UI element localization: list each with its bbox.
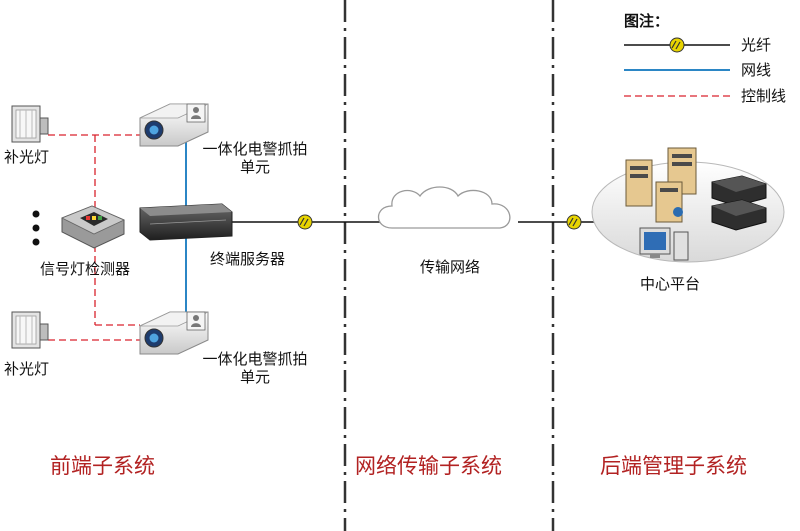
terminal-server-label: 终端服务器 bbox=[210, 250, 286, 268]
fill-light-label: 补光灯 bbox=[4, 360, 50, 378]
fill-light-icon bbox=[11, 105, 49, 143]
camera-label-line1: 一体化电警抓拍 bbox=[202, 140, 308, 158]
camera-label: 一体化电警抓拍 单元 bbox=[200, 350, 310, 386]
signal-detector-icon bbox=[61, 205, 125, 249]
cloud-icon bbox=[377, 186, 511, 229]
camera-icon bbox=[139, 311, 209, 355]
legend-label-control: 控制线 bbox=[741, 87, 787, 105]
legend-label-network: 网线 bbox=[741, 61, 772, 79]
fiber-marker-icon bbox=[297, 214, 313, 230]
camera-icon bbox=[139, 103, 209, 147]
server-tower-icon bbox=[655, 181, 683, 223]
camera-label-line2: 单元 bbox=[239, 158, 270, 176]
legend-label-fiber: 光纤 bbox=[741, 36, 772, 54]
storage-unit-icon bbox=[711, 175, 767, 231]
camera-label-line1: 一体化电警抓拍 bbox=[202, 350, 308, 368]
workstation-icon bbox=[639, 227, 689, 261]
fill-light-icon bbox=[11, 311, 49, 349]
subsystem-back-title: 后端管理子系统 bbox=[600, 454, 747, 478]
camera-label: 一体化电警抓拍 单元 bbox=[200, 140, 310, 176]
legend-title: 图注： bbox=[624, 12, 670, 30]
center-platform-label: 中心平台 bbox=[640, 275, 701, 293]
legend-fiber-swatch bbox=[624, 37, 730, 53]
signal-detector-label: 信号灯检测器 bbox=[40, 260, 131, 278]
subsystem-transport-title: 网络传输子系统 bbox=[355, 454, 502, 478]
fill-light-label: 补光灯 bbox=[4, 148, 50, 166]
server-tower-icon bbox=[625, 159, 653, 207]
subsystem-front-title: 前端子系统 bbox=[50, 454, 155, 478]
ellipsis-icon bbox=[32, 210, 40, 246]
transport-network-label: 传输网络 bbox=[420, 258, 481, 276]
terminal-server-icon bbox=[139, 203, 233, 241]
center-platform-icon bbox=[591, 147, 785, 263]
camera-label-line2: 单元 bbox=[239, 368, 270, 386]
fiber-marker-icon bbox=[566, 214, 582, 230]
